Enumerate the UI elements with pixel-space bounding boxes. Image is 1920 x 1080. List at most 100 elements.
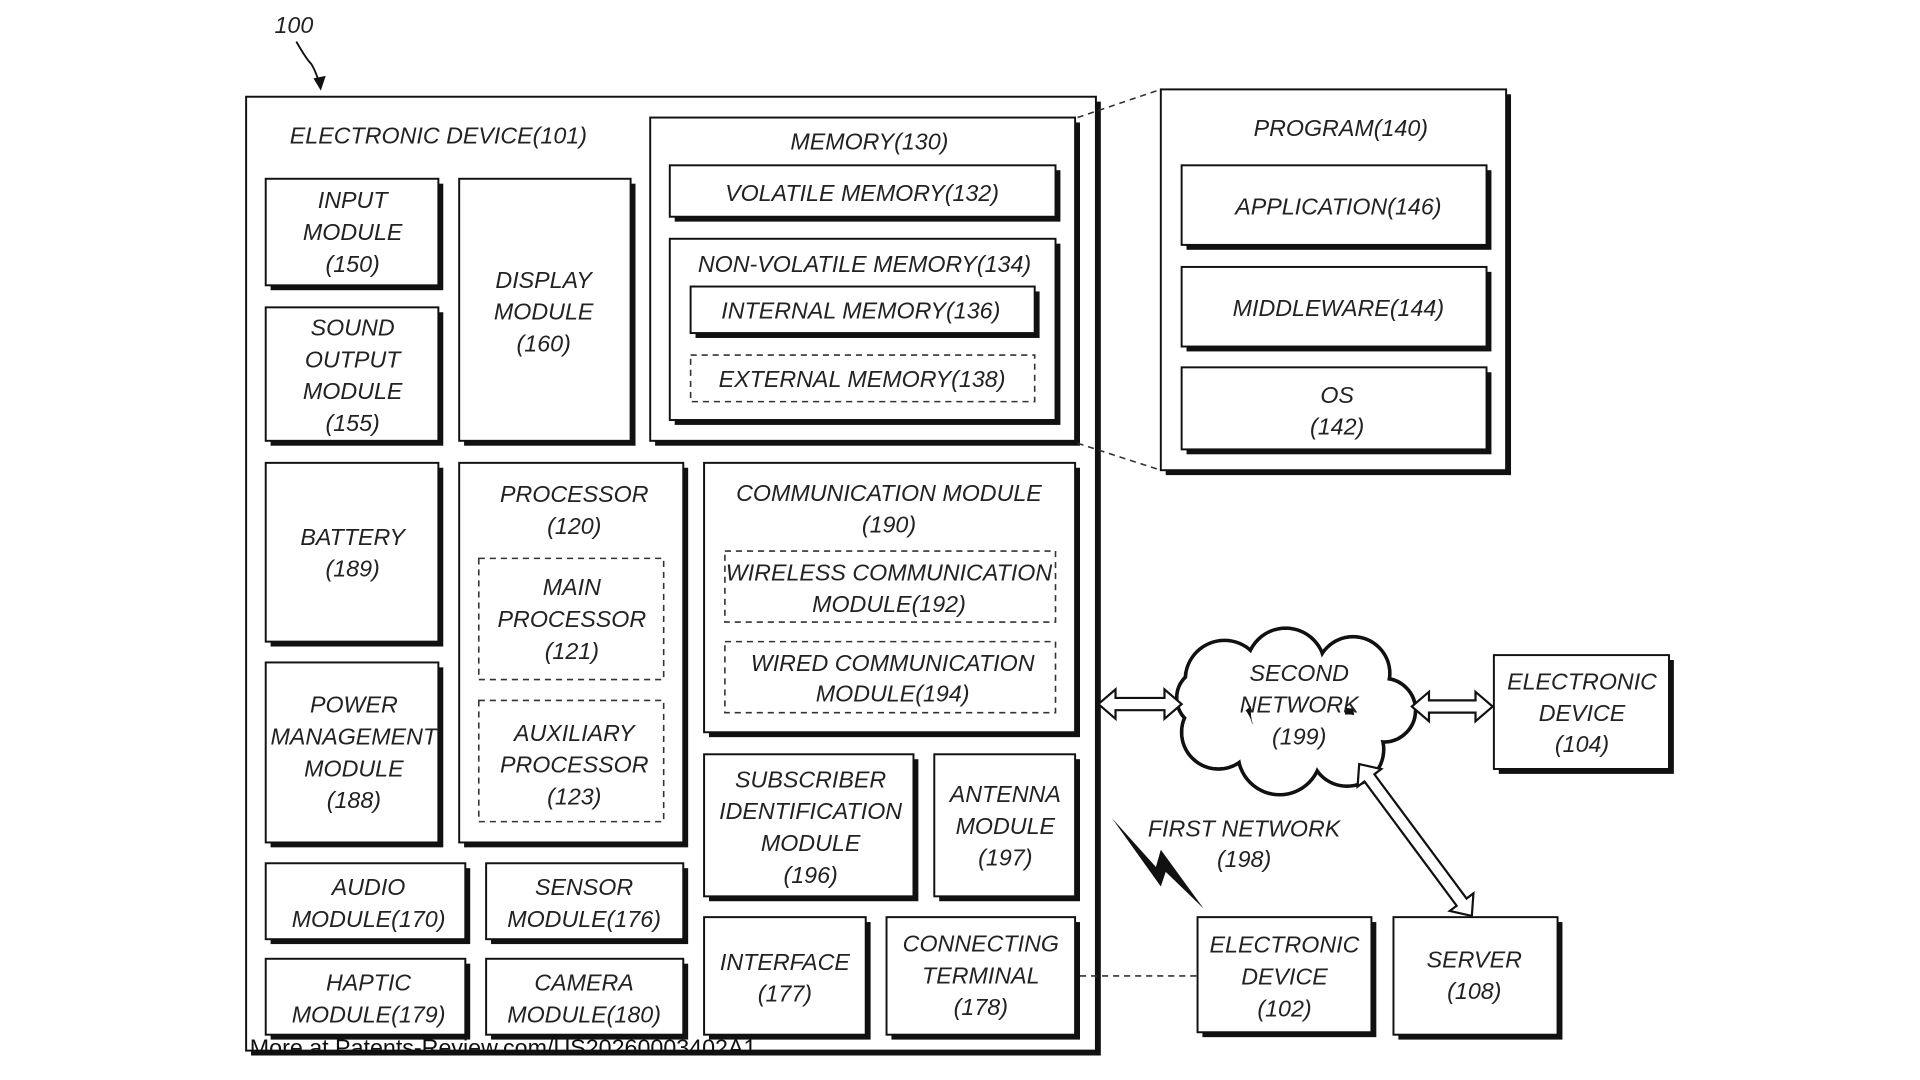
terminal-label: TERMINAL bbox=[922, 962, 1040, 988]
memory-program-link bbox=[1077, 88, 1162, 119]
processor-label: (120) bbox=[547, 513, 601, 539]
double-arrow-icon bbox=[1410, 689, 1495, 724]
nonvolatile-label: NON-VOLATILE MEMORY(134) bbox=[698, 251, 1031, 277]
external-box bbox=[689, 354, 1036, 403]
input-label: (150) bbox=[326, 251, 380, 277]
sound-label: SOUND bbox=[311, 315, 395, 341]
camera-box bbox=[485, 957, 685, 1036]
os-label: OS bbox=[1320, 382, 1354, 408]
device104-label: (104) bbox=[1555, 731, 1609, 757]
haptic-label: HAPTIC bbox=[326, 970, 411, 996]
camera-label: MODULE(180) bbox=[507, 1001, 661, 1027]
power-box bbox=[264, 661, 440, 844]
display-label: MODULE bbox=[494, 299, 594, 325]
second-network-label: NETWORK bbox=[1240, 692, 1360, 718]
haptic-box bbox=[264, 957, 467, 1036]
wired-label: WIRED COMMUNICATION bbox=[751, 650, 1035, 676]
device104-label: ELECTRONIC bbox=[1507, 668, 1657, 694]
lightning-icon bbox=[1111, 817, 1204, 909]
memory-label: MEMORY(130) bbox=[790, 128, 948, 154]
wireless-label: WIRELESS COMMUNICATION bbox=[726, 559, 1053, 585]
audio-box bbox=[264, 862, 467, 941]
sound-label: MODULE bbox=[303, 378, 403, 404]
haptic-label: MODULE(179) bbox=[292, 1001, 446, 1027]
audio-label: MODULE(170) bbox=[292, 906, 446, 932]
main-processor-label: PROCESSOR bbox=[498, 606, 647, 632]
middleware-box bbox=[1180, 265, 1488, 348]
internal-box bbox=[689, 285, 1036, 335]
sensor-label: MODULE(176) bbox=[507, 906, 661, 932]
watermark: More at Patents-Review.com/US20260003402… bbox=[250, 1035, 757, 1061]
application-label: APPLICATION(146) bbox=[1233, 193, 1441, 219]
aux-processor-label: (123) bbox=[547, 783, 601, 809]
sound-label: OUTPUT bbox=[305, 346, 402, 372]
os-box bbox=[1180, 366, 1488, 451]
server-label: SERVER bbox=[1427, 946, 1522, 972]
sim-label: (196) bbox=[783, 862, 837, 888]
main-processor-box bbox=[477, 557, 665, 681]
device102-box bbox=[1196, 916, 1373, 1034]
processor-box bbox=[458, 461, 685, 844]
input-label: MODULE bbox=[303, 219, 403, 245]
battery-box bbox=[264, 461, 440, 643]
battery-label: (189) bbox=[326, 556, 380, 582]
wired-label: MODULE(194) bbox=[816, 681, 970, 707]
main-processor-label: (121) bbox=[545, 638, 599, 664]
interface-label: (177) bbox=[758, 981, 812, 1007]
processor-label: PROCESSOR bbox=[500, 481, 649, 507]
sim-label: MODULE bbox=[761, 830, 861, 856]
device104-box bbox=[1492, 654, 1670, 770]
os-label: (142) bbox=[1310, 414, 1364, 440]
arrowhead-icon bbox=[313, 75, 326, 91]
server-label: (108) bbox=[1447, 978, 1501, 1004]
antenna-box bbox=[933, 753, 1077, 898]
power-label: POWER bbox=[310, 692, 398, 718]
middleware-label: MIDDLEWARE(144) bbox=[1233, 295, 1444, 321]
internal-label: INTERNAL MEMORY(136) bbox=[721, 297, 1000, 323]
device104-label: DEVICE bbox=[1539, 700, 1626, 726]
first-network-label: FIRST NETWORK bbox=[1148, 815, 1342, 841]
server-box bbox=[1392, 916, 1559, 1036]
sim-label: SUBSCRIBER bbox=[735, 766, 886, 792]
sensor-label: SENSOR bbox=[535, 874, 633, 900]
sim-box bbox=[703, 753, 915, 898]
wireless-label: MODULE(192) bbox=[812, 591, 966, 617]
memory-program-link bbox=[1077, 442, 1162, 471]
terminal-box bbox=[885, 916, 1077, 1036]
application-box bbox=[1180, 164, 1488, 246]
terminal-label: (178) bbox=[954, 994, 1008, 1020]
input-label: INPUT bbox=[318, 187, 390, 213]
antenna-label: (197) bbox=[978, 845, 1032, 871]
sound-label: (155) bbox=[326, 410, 380, 436]
interface-box bbox=[703, 916, 867, 1036]
display-label: (160) bbox=[517, 330, 571, 356]
double-arrow-icon bbox=[1096, 686, 1184, 722]
battery-label: BATTERY bbox=[300, 524, 406, 550]
communication-box bbox=[703, 461, 1077, 734]
power-label: (188) bbox=[327, 787, 381, 813]
communication-label: (190) bbox=[862, 512, 916, 538]
electronic-device-title: ELECTRONIC DEVICE(101) bbox=[290, 122, 587, 148]
first-network-label: (198) bbox=[1217, 846, 1271, 872]
program-label: PROGRAM(140) bbox=[1254, 115, 1428, 141]
main-processor-label: MAIN bbox=[543, 574, 601, 600]
display-box bbox=[458, 177, 632, 442]
terminal-label: CONNECTING bbox=[903, 930, 1059, 956]
communication-label: COMMUNICATION MODULE bbox=[736, 480, 1042, 506]
audio-label: AUDIO bbox=[330, 874, 406, 900]
wired-box bbox=[724, 640, 1057, 714]
wireless-box bbox=[724, 550, 1057, 623]
double-arrow-icon bbox=[1356, 762, 1475, 918]
second-network-label: SECOND bbox=[1249, 660, 1349, 686]
volatile-box bbox=[668, 164, 1057, 218]
cloud-icon bbox=[1174, 626, 1418, 797]
sim-label: IDENTIFICATION bbox=[719, 798, 902, 824]
external-label: EXTERNAL MEMORY(138) bbox=[719, 366, 1006, 392]
device102-label: DEVICE bbox=[1241, 963, 1328, 989]
power-label: MODULE bbox=[304, 755, 404, 781]
input-box bbox=[264, 177, 440, 287]
device102-label: (102) bbox=[1257, 995, 1311, 1021]
device102-label: ELECTRONIC bbox=[1210, 932, 1360, 958]
figure-label: 100 bbox=[274, 12, 313, 38]
